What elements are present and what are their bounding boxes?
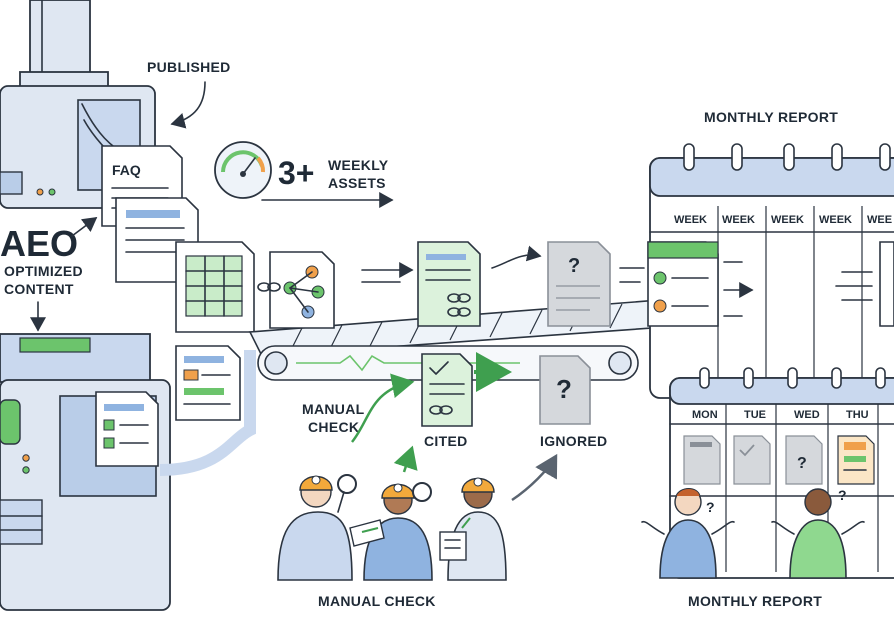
paper-feed-strip [159, 350, 256, 476]
svg-text:?: ? [568, 255, 580, 277]
calendar-top-col-1: WEEK [674, 214, 707, 226]
report-document [647, 241, 719, 327]
monthly-report-title: MONTHLY REPORT [704, 109, 838, 125]
share-network-document [269, 251, 335, 329]
question-document-grey: ? [547, 241, 611, 327]
calendar-bottom-col-2: TUE [744, 409, 766, 421]
question-icon: ? [706, 499, 715, 515]
aeo-arrow [71, 217, 98, 237]
aeo-label: AEO [0, 223, 78, 264]
manual-check-line1: MANUAL [302, 401, 365, 417]
monthly-report-caption: MONTHLY REPORT [688, 593, 822, 609]
worker-1 [277, 474, 357, 581]
person-right: ? [771, 487, 865, 579]
calendar-bottom-col-1: MON [692, 409, 718, 421]
magnifier-icon [337, 474, 357, 494]
table-document [175, 241, 255, 333]
ignored-up-arrow [511, 453, 558, 502]
worker-3 [439, 477, 507, 581]
calendar-top: WEEK WEEK WEEK WEEK WEE [649, 143, 894, 399]
svg-text:?: ? [838, 487, 847, 503]
linked-document-green [417, 241, 481, 327]
belt-arrow-2 [491, 245, 542, 269]
link-icon [257, 282, 281, 292]
producer-machine [0, 333, 171, 611]
calendar-bottom-col-4: THU [846, 409, 869, 421]
cited-document [421, 353, 473, 427]
cited-up-arrow [393, 445, 418, 473]
ignored-document: ? [539, 355, 591, 425]
optimized-label: OPTIMIZED [4, 263, 83, 279]
published-label: PUBLISHED [147, 59, 231, 75]
feed-document [175, 345, 241, 421]
calendar-top-col-5: WEE [867, 214, 892, 226]
manual-check-arrow [351, 373, 415, 443]
report-document-right [835, 241, 894, 327]
question-icon: ? [556, 374, 572, 404]
assets-label: ASSETS [328, 175, 386, 191]
calendar-bottom-col-3: WED [794, 409, 820, 421]
calendar-top-col-2: WEEK [722, 214, 755, 226]
calendar-bottom: MON TUE WED THU ? [669, 367, 894, 579]
person-left: ? [641, 488, 735, 579]
calendar-top-col-4: WEEK [819, 214, 852, 226]
svg-text:?: ? [797, 455, 807, 472]
calendar-top-col-3: WEEK [771, 214, 804, 226]
worker-2 [349, 482, 433, 581]
content-label: CONTENT [4, 281, 74, 297]
weekly-label: WEEKLY [328, 157, 389, 173]
ignored-label: IGNORED [540, 433, 607, 449]
published-arrow [170, 81, 206, 129]
cited-label: CITED [424, 433, 468, 449]
weekly-count: 3+ [278, 155, 314, 191]
manual-check-caption: MANUAL CHECK [318, 593, 436, 609]
output-document [95, 391, 159, 467]
manual-check-line2: CHECK [308, 419, 359, 435]
checkmark-icon [429, 361, 449, 375]
gauge-icon [214, 141, 272, 199]
faq-label: FAQ [112, 162, 141, 178]
